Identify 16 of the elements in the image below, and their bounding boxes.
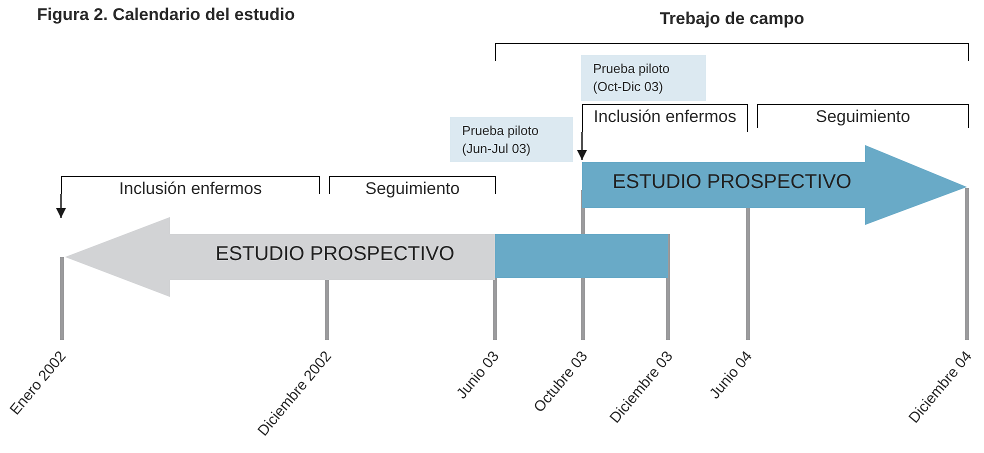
phase-label: Inclusión enfermos xyxy=(592,107,738,127)
phase-label: Inclusión enfermos xyxy=(118,179,263,199)
note-box: Prueba piloto (Jun-Jul 03) xyxy=(450,117,573,162)
arrow xyxy=(577,132,587,160)
bracket xyxy=(582,104,748,132)
bracket xyxy=(757,104,969,128)
timeline-bar xyxy=(495,234,668,278)
phase-label: Seguimiento xyxy=(814,107,912,127)
arrow-label: ESTUDIO PROSPECTIVO xyxy=(612,171,852,194)
arrow xyxy=(56,194,66,218)
phase-label: Seguimiento xyxy=(364,179,461,199)
note-box: Prueba piloto (Oct-Dic 03) xyxy=(581,55,706,101)
bracket-heading: Trebajo de campo xyxy=(658,9,806,29)
arrow-label: ESTUDIO PROSPECTIVO xyxy=(214,243,456,266)
figure-title: Figura 2. Calendario del estudio xyxy=(37,5,295,25)
bracket xyxy=(61,176,320,194)
